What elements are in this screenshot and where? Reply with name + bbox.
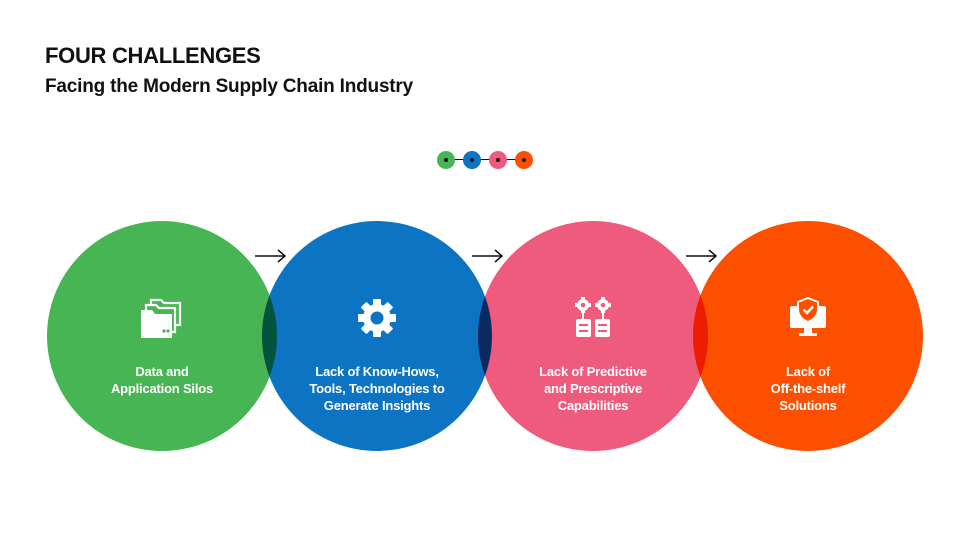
color-legend [433,148,543,172]
legend-dot-pink [489,151,507,169]
page-title: FOUR CHALLENGES [45,43,261,68]
challenge-label: Lack of Know-Hows, Tools, Technologies t… [309,364,445,413]
analytics-gears-icon [575,297,611,337]
legend-line [445,159,529,160]
challenge-item: Lack of Off-the-shelf Solutions [693,297,923,414]
arrow-right-icon [686,249,718,263]
arrow-right-icon [255,249,287,263]
challenge-label: Data and Application Silos [110,364,214,396]
challenge-label: Lack of Off-the-shelf Solutions [770,364,846,413]
monitor-shield-icon [790,297,826,336]
challenge-item: Data and Application Silos [47,297,277,397]
challenge-item: Lack of Know-Hows, Tools, Technologies t… [262,297,492,414]
legend-dot-green [437,151,455,169]
gear-icon [358,299,396,337]
challenge-item: Lack of Predictive and Prescriptive Capa… [478,297,708,414]
challenge-label: Lack of Predictive and Prescriptive Capa… [539,364,647,413]
legend-dot-blue [463,151,481,169]
folders-icon [141,298,182,338]
legend-dot-orange [515,151,533,169]
challenge-circle-predictive [478,221,708,451]
page-subtitle: Facing the Modern Supply Chain Industry [45,76,413,97]
arrow-right-icon [472,249,504,263]
